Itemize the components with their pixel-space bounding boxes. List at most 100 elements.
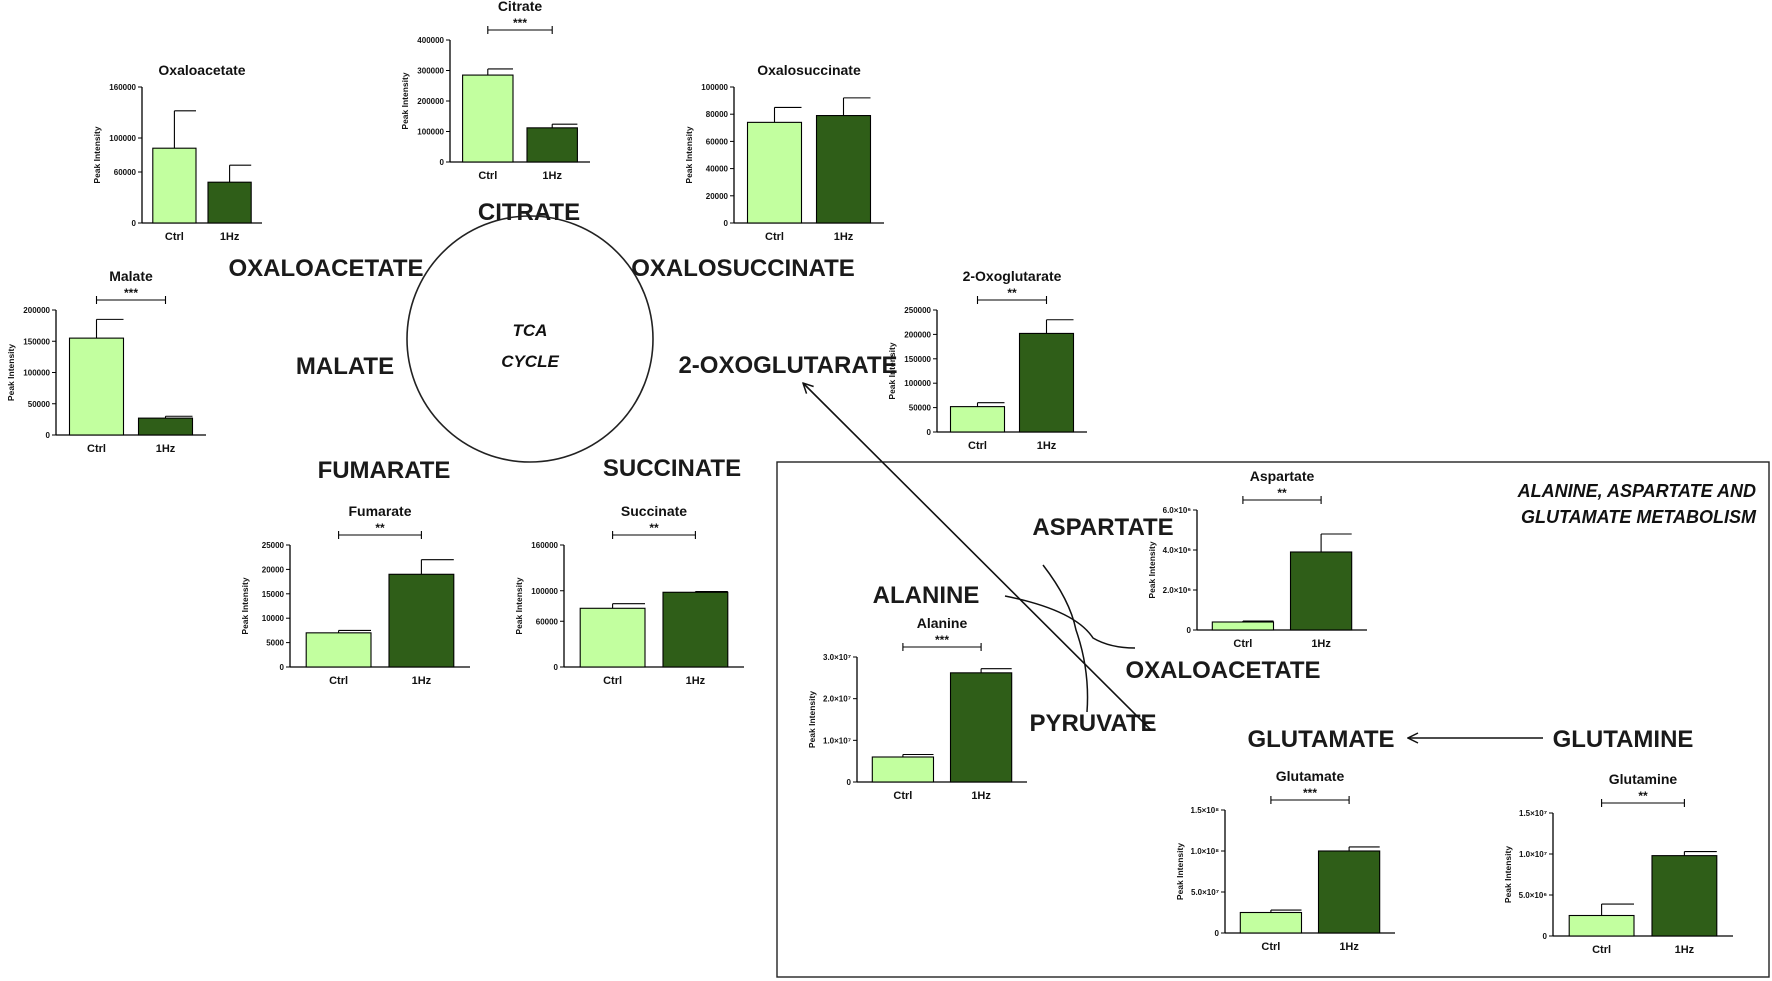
y-axis-label: Peak Intensity — [1175, 843, 1185, 900]
x-category-label: Ctrl — [1592, 944, 1611, 956]
significance-label: *** — [1303, 786, 1317, 800]
y-tick-label: 400000 — [417, 36, 444, 45]
bar-1hz — [1651, 855, 1718, 937]
curve-alanine-oxaloacetate — [1004, 595, 1136, 649]
y-axis-label: Peak Intensity — [887, 342, 897, 399]
y-tick-label: 150000 — [904, 355, 931, 364]
y-axis-label: Peak Intensity — [684, 126, 694, 183]
y-tick-label: 20000 — [706, 192, 729, 201]
y-tick-label: 50000 — [28, 400, 51, 409]
y-tick-label: 60000 — [706, 137, 729, 146]
y-tick-label: 200000 — [23, 306, 50, 315]
y-tick-label: 100000 — [417, 128, 444, 137]
bar-1hz — [1317, 850, 1381, 934]
x-category-label: 1Hz — [220, 231, 240, 243]
y-tick-label: 5000 — [266, 639, 284, 648]
y-tick-label: 60000 — [536, 617, 559, 626]
y-tick-label: 0 — [440, 158, 445, 167]
x-category-label: Ctrl — [478, 170, 497, 182]
significance-label: *** — [935, 633, 949, 647]
y-tick-label: 5.0×10⁶ — [1519, 891, 1548, 900]
tca-cycle-label-line2: CYCLE — [501, 352, 559, 371]
x-category-label: Ctrl — [165, 231, 184, 243]
metabolite-fumarate: FUMARATE — [318, 457, 451, 484]
y-tick-label: 1.0×10⁷ — [1519, 850, 1547, 859]
y-tick-label: 1.5×10⁸ — [1191, 806, 1220, 815]
y-tick-label: 0 — [724, 219, 729, 228]
metabolite-citrate: CITRATE — [478, 199, 580, 226]
bar-1hz — [388, 573, 455, 668]
x-category-label: 1Hz — [1311, 638, 1331, 650]
metabolite-glutamine: GLUTAMINE — [1553, 726, 1694, 753]
y-tick-label: 0 — [46, 431, 51, 440]
chart-title: Oxaloacetate — [158, 62, 245, 78]
bar-1hz — [137, 417, 194, 436]
pathway-box — [776, 461, 1770, 978]
y-tick-label: 160000 — [531, 541, 558, 550]
y-tick-label: 6.0×10⁶ — [1163, 506, 1192, 515]
pathway-title-line1: ALANINE, ASPARTATE AND — [1517, 481, 1756, 501]
x-category-label: 1Hz — [1675, 944, 1695, 956]
curve-aspartate-pyruvate — [1042, 564, 1089, 713]
x-category-label: Ctrl — [1261, 941, 1280, 953]
bar-1hz — [526, 127, 578, 163]
y-tick-label: 40000 — [706, 165, 729, 174]
y-tick-label: 50000 — [909, 404, 932, 413]
x-category-label: Ctrl — [603, 675, 622, 687]
y-tick-label: 0 — [1543, 932, 1548, 941]
y-tick-label: 2.0×10⁶ — [1163, 586, 1192, 595]
x-category-label: 1Hz — [971, 790, 991, 802]
metabolite-malate: MALATE — [296, 353, 394, 380]
y-tick-label: 20000 — [262, 565, 285, 574]
bar-ctrl — [1239, 911, 1303, 934]
y-tick-label: 100000 — [23, 369, 50, 378]
y-tick-label: 100000 — [904, 379, 931, 388]
y-tick-label: 5.0×10⁷ — [1191, 888, 1219, 897]
y-axis-label: Peak Intensity — [1503, 846, 1513, 903]
significance-label: ** — [1638, 789, 1648, 803]
y-tick-label: 0 — [554, 663, 559, 672]
y-axis-label: Peak Intensity — [400, 72, 410, 129]
metabolite-aspartate: ASPARTATE — [1032, 514, 1173, 541]
x-category-label: 1Hz — [156, 443, 176, 455]
y-tick-label: 0 — [280, 663, 285, 672]
chart-title: Glutamine — [1609, 771, 1678, 787]
significance-label: ** — [649, 521, 659, 535]
y-tick-label: 1.0×10⁷ — [823, 736, 851, 745]
x-category-label: 1Hz — [412, 675, 432, 687]
metabolite-alanine: ALANINE — [873, 582, 980, 609]
y-tick-label: 160000 — [109, 83, 136, 92]
x-category-label: Ctrl — [1233, 638, 1252, 650]
chart-title: Aspartate — [1250, 468, 1315, 484]
y-tick-label: 0 — [132, 219, 137, 228]
y-tick-label: 150000 — [23, 337, 50, 346]
chart-title: Glutamate — [1276, 768, 1345, 784]
y-axis-label: Peak Intensity — [92, 126, 102, 183]
y-axis-label: Peak Intensity — [514, 577, 524, 634]
y-tick-label: 0 — [1215, 929, 1220, 938]
y-axis-label: Peak Intensity — [240, 577, 250, 634]
bar-1hz — [1018, 332, 1075, 433]
y-tick-label: 100000 — [701, 83, 728, 92]
bar-ctrl — [1568, 914, 1635, 937]
metabolite-oxaloacetate-pathway: OXALOACETATE — [1125, 657, 1320, 684]
y-tick-label: 0 — [927, 428, 932, 437]
y-tick-label: 300000 — [417, 67, 444, 76]
x-category-label: 1Hz — [1339, 941, 1359, 953]
y-tick-label: 2.0×10⁷ — [823, 695, 851, 704]
bar-ctrl — [871, 756, 935, 783]
bar-1hz — [1289, 551, 1353, 631]
metabolite-oxalosuccinate: OXALOSUCCINATE — [631, 255, 855, 282]
y-tick-label: 200000 — [417, 97, 444, 106]
significance-label: *** — [513, 16, 527, 30]
significance-label: ** — [1007, 286, 1017, 300]
chart-title: Malate — [109, 268, 153, 284]
arrow-to-2-oxoglutarate — [803, 383, 1152, 731]
y-tick-label: 60000 — [114, 168, 137, 177]
y-tick-label: 250000 — [904, 306, 931, 315]
